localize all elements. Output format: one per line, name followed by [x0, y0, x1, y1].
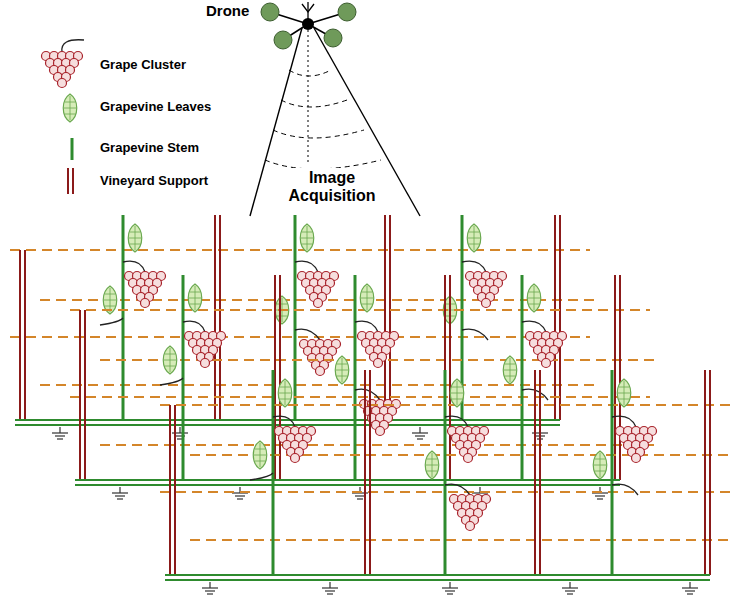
legend-icons: [42, 40, 85, 194]
drone-label: Drone: [206, 2, 249, 19]
cone-label: Image Acquisition: [277, 168, 387, 207]
vine-row: [160, 370, 734, 594]
legend-text: Grape Cluster: [100, 58, 186, 73]
camera-cone: [250, 28, 420, 216]
legend-text: Grapevine Leaves: [100, 100, 211, 115]
legend-text: Grapevine Stem: [100, 141, 199, 156]
legend-text: Vineyard Support: [100, 174, 208, 189]
